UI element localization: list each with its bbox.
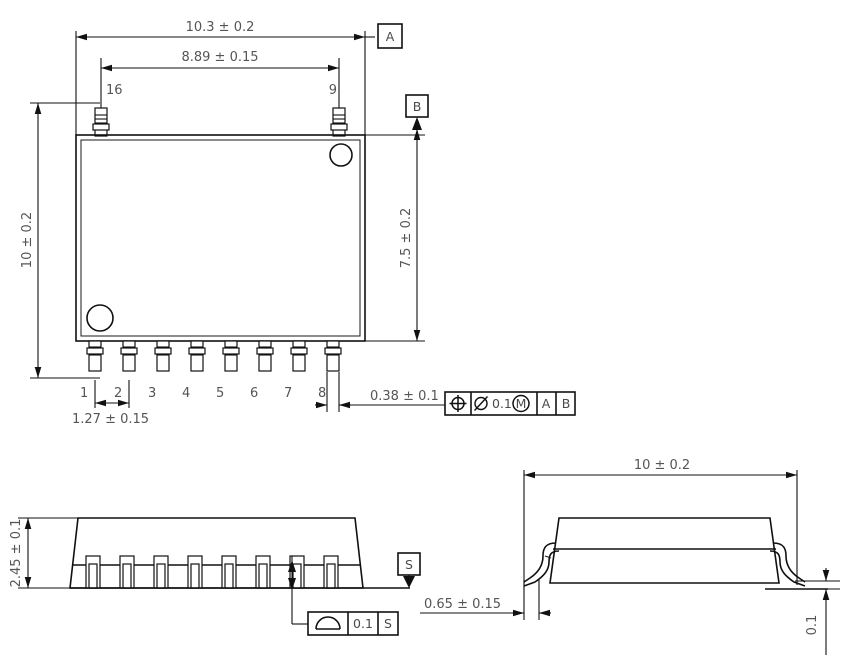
position-tolerance-label: 0.1 xyxy=(492,396,512,411)
side-view-lead-left-detail xyxy=(544,555,552,559)
top-view: 10.3 ± 0.2 A 8.89 ± 0.15 16 9 B xyxy=(20,20,576,427)
side-view-lead-right-outer xyxy=(772,542,806,583)
coplanarity-arrow-down xyxy=(288,578,296,590)
datum-s-triangle xyxy=(403,576,415,588)
dim-body-height-label: 7.5 ± 0.2 xyxy=(399,208,414,269)
lead-3 xyxy=(154,340,172,372)
pin-one-indicator-circle xyxy=(86,304,114,332)
front-lead-1 xyxy=(85,555,101,589)
lead-1 xyxy=(86,340,104,372)
dim-standoff-label: 0.1 xyxy=(805,615,820,636)
dim-foot-length-label: 0.65 ± 0.15 xyxy=(424,597,501,612)
side-view-lead-right-inner xyxy=(769,550,806,587)
front-lead-5 xyxy=(221,555,237,589)
package-body-inner-outline xyxy=(80,139,361,337)
front-lead-8 xyxy=(323,555,339,589)
position-feature-control-frame: 0.1 M A B xyxy=(444,391,576,416)
side-view: 10 ± 0.2 0.65 ± 0.15 0.1 xyxy=(420,458,840,655)
datum-b-label: B xyxy=(413,99,422,114)
pin-label-16: 16 xyxy=(106,83,123,98)
coplanarity-arrow-up xyxy=(288,560,296,572)
side-view-lead-left-inner xyxy=(523,550,560,587)
side-view-body-outline xyxy=(549,517,780,584)
datum-b-triangle xyxy=(412,117,422,130)
dim-overall-height-label: 10 ± 0.2 xyxy=(20,212,35,268)
lead-7 xyxy=(290,340,308,372)
front-lead-2 xyxy=(119,555,135,589)
dim-lead-width-label: 0.38 ± 0.1 xyxy=(370,389,439,404)
mmc-modifier-icon: M xyxy=(512,394,530,413)
pin-label-6: 6 xyxy=(250,386,258,401)
pin-label-1: 1 xyxy=(80,386,88,401)
front-view-lead-group xyxy=(85,555,339,589)
side-view-lead-left-outer xyxy=(523,542,557,583)
datum-a-box xyxy=(377,23,403,49)
datum-s-label: S xyxy=(405,557,413,572)
lead-6 xyxy=(256,340,274,372)
front-view: 2.45 ± 0.1 S 0.1 S xyxy=(9,517,421,636)
dim-lead-pitch-label: 1.27 ± 0.15 xyxy=(72,412,149,427)
profile-datum-s-label: S xyxy=(384,616,392,631)
pin-label-3: 3 xyxy=(148,386,156,401)
package-body-outline xyxy=(75,134,366,342)
lead-16 xyxy=(92,107,110,137)
dim-depth-label: 10 ± 0.2 xyxy=(634,458,690,473)
diameter-icon xyxy=(473,396,489,411)
lead-5 xyxy=(222,340,240,372)
front-lead-4 xyxy=(187,555,203,589)
lead-9 xyxy=(330,107,348,137)
top-lead-group xyxy=(92,107,348,137)
pin-label-4: 4 xyxy=(182,386,190,401)
datum-a-label: A xyxy=(386,29,395,44)
front-lead-3 xyxy=(153,555,169,589)
fcf-datum-a-label: A xyxy=(542,396,551,411)
lead-8 xyxy=(324,340,342,372)
profile-feature-control-frame: 0.1 S xyxy=(307,611,399,636)
profile-tolerance-label: 0.1 xyxy=(353,616,373,631)
pin-label-7: 7 xyxy=(284,386,292,401)
fcf-datum-b-label: B xyxy=(562,396,571,411)
pin-label-9: 9 xyxy=(329,83,337,98)
profile-of-surface-icon xyxy=(315,616,341,630)
pin-label-2: 2 xyxy=(114,386,122,401)
front-view-body-outline xyxy=(69,517,364,589)
dim-lead-span-label: 8.89 ± 0.15 xyxy=(181,50,258,65)
bottom-lead-group xyxy=(86,340,342,372)
mmc-modifier-label: M xyxy=(516,396,527,411)
front-lead-6 xyxy=(255,555,271,589)
lead-2 xyxy=(120,340,138,372)
dim-thickness-label: 2.45 ± 0.1 xyxy=(9,519,24,588)
position-icon xyxy=(449,395,467,412)
pin-label-5: 5 xyxy=(216,386,224,401)
body-marker-circle xyxy=(329,143,353,167)
pin-label-8: 8 xyxy=(318,386,326,401)
lead-4 xyxy=(188,340,206,372)
dim-overall-width-label: 10.3 ± 0.2 xyxy=(186,20,255,35)
